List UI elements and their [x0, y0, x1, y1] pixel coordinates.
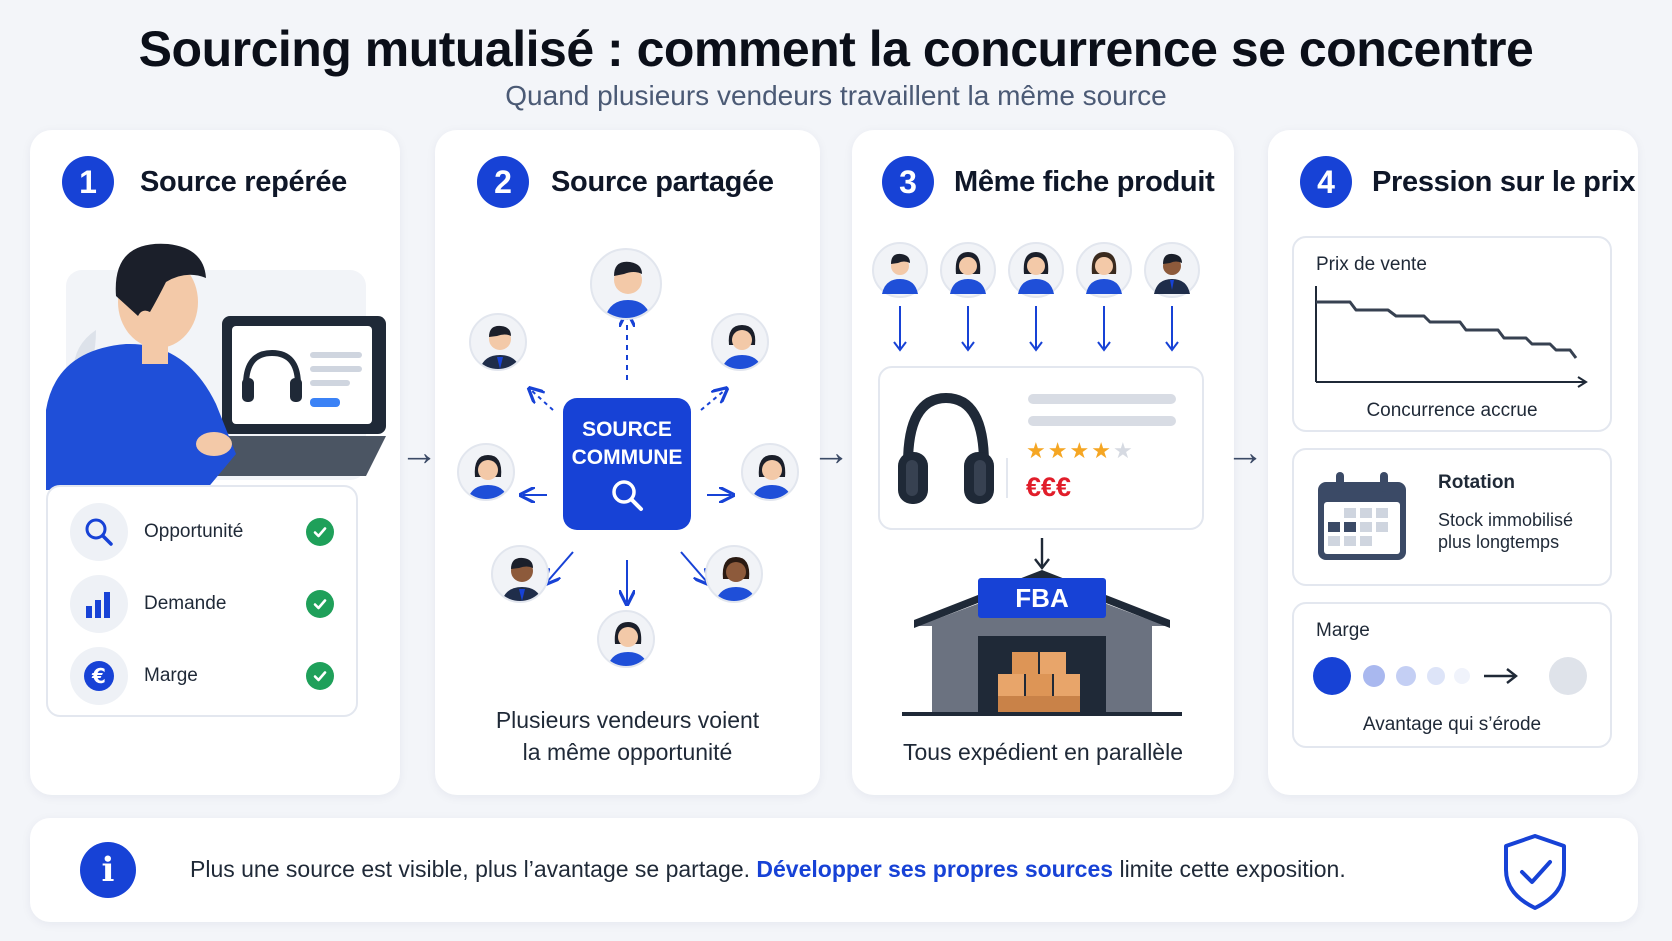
- arrow-right-icon: →: [812, 432, 850, 474]
- sellers-row: [872, 242, 1217, 382]
- margin-card-caption: Avantage qui s’érode: [1362, 714, 1542, 735]
- criteria-card: Opportunité Demande € Marge: [46, 485, 358, 717]
- criteria-label-demand: Demande: [144, 593, 227, 614]
- rotation-card-line-1: Stock immobilisé: [1438, 510, 1574, 530]
- seller-avatar: [491, 545, 549, 603]
- step-3-number: 3: [882, 156, 934, 208]
- step-1-number: 1: [62, 156, 114, 208]
- step-1-title: Source repérée: [140, 166, 347, 198]
- star-empty-icon: ★: [1112, 438, 1135, 463]
- rotation-card-line-2: plus longtemps: [1438, 532, 1560, 552]
- seller-avatar: [457, 443, 515, 501]
- svg-text:€: €: [91, 664, 106, 688]
- divider: [1006, 458, 1008, 498]
- arrow-right-icon: →: [400, 432, 438, 474]
- fba-label: FBA: [978, 578, 1106, 618]
- step-3-panel: 3 Même fiche produit: [852, 130, 1234, 795]
- info-bar: i Plus une source est visible, plus l’av…: [30, 818, 1638, 922]
- search-icon: [612, 480, 643, 511]
- sharing-network: [435, 230, 820, 670]
- star-filled-icon: ★: [1069, 438, 1092, 463]
- seller-avatar: [872, 242, 928, 298]
- info-text-highlight: Développer ses propres sources: [756, 856, 1114, 882]
- info-text-before: Plus une source est visible, plus l’avan…: [190, 856, 750, 882]
- rotation-card-title: Rotation: [1438, 472, 1516, 493]
- step-2-caption-line-1: Plusieurs vendeurs voient: [495, 707, 760, 733]
- price-card-caption: Concurrence accrue: [1366, 400, 1538, 421]
- step-2-number: 2: [477, 156, 529, 208]
- criteria-label-opportunity: Opportunité: [144, 521, 244, 542]
- check-icon: [306, 590, 334, 618]
- seller-avatar: [741, 443, 799, 501]
- seller-avatar: [711, 313, 769, 371]
- step-2-caption: Plusieurs vendeurs voient la même opport…: [435, 704, 820, 768]
- seller-avatar: [940, 242, 996, 298]
- calendar-icon: [1318, 472, 1406, 560]
- info-message: Plus une source est visible, plus l’avan…: [190, 856, 1346, 883]
- shield-check-icon: [1504, 834, 1566, 910]
- star-filled-icon: ★: [1047, 438, 1070, 463]
- star-filled-icon: ★: [1091, 438, 1113, 463]
- seller-avatar: [1008, 242, 1064, 298]
- page-title: Sourcing mutualisé : comment la concurre…: [138, 21, 1534, 77]
- declining-price-line: [1315, 286, 1588, 388]
- arrow-right-icon: →: [1226, 432, 1264, 474]
- margin-card: Marge Avantage qui s’érode: [1292, 602, 1612, 748]
- euro-icon: €: [70, 647, 128, 705]
- common-source-label-1: SOURCE: [582, 418, 672, 441]
- rotation-card: Rotation Stock immobilisé plus longtemps: [1292, 448, 1612, 586]
- arrow-down-icon: [1034, 538, 1050, 570]
- product-listing-card: ★★★★★ €€€: [878, 366, 1204, 530]
- text-placeholder-line: [1028, 416, 1176, 426]
- check-icon: [306, 662, 334, 690]
- seller-avatar: [705, 545, 763, 603]
- step-2-panel: 2 Source partagée: [435, 130, 820, 795]
- rating-stars: ★★★★★: [1026, 438, 1135, 464]
- step-4-number: 4: [1300, 156, 1352, 208]
- price-tag: €€€: [1026, 472, 1072, 502]
- page-subtitle: Quand plusieurs vendeurs travaillent la …: [505, 80, 1167, 111]
- criteria-label-margin: Marge: [144, 665, 198, 686]
- bar-chart-icon: [70, 575, 128, 633]
- margin-card-title: Marge: [1316, 620, 1370, 641]
- seller-avatar: [597, 610, 655, 668]
- step-3-caption: Tous expédient en parallèle: [902, 739, 1184, 765]
- person-laptop-illustration: [46, 243, 386, 490]
- info-text-after: limite cette exposition.: [1119, 856, 1346, 882]
- seller-avatar: [1076, 242, 1132, 298]
- step-1-panel: 1 Source repérée Opportunité: [30, 130, 400, 795]
- step-4-panel: 4 Pression sur le prix Prix de vente Con…: [1268, 130, 1638, 795]
- check-icon: [306, 518, 334, 546]
- step-4-title: Pression sur le prix: [1372, 166, 1636, 198]
- text-placeholder-line: [1028, 394, 1176, 404]
- seller-avatar: [590, 248, 662, 320]
- step-3-title: Même fiche produit: [954, 166, 1215, 198]
- search-icon: [70, 503, 128, 561]
- price-card: Prix de vente Concurrence accrue: [1292, 236, 1612, 432]
- info-icon: i: [80, 842, 136, 898]
- price-card-title: Prix de vente: [1316, 254, 1427, 275]
- seller-avatar: [469, 313, 527, 371]
- common-source-box: SOURCE COMMUNE: [563, 398, 691, 530]
- star-filled-icon: ★: [1026, 438, 1048, 463]
- margin-erosion-dots: [1313, 657, 1587, 695]
- seller-avatar: [1144, 242, 1200, 298]
- step-2-title: Source partagée: [551, 166, 774, 198]
- common-source-label-2: COMMUNE: [571, 446, 683, 469]
- step-2-caption-line-2: la même opportunité: [522, 739, 733, 765]
- headphones-icon: [898, 392, 994, 504]
